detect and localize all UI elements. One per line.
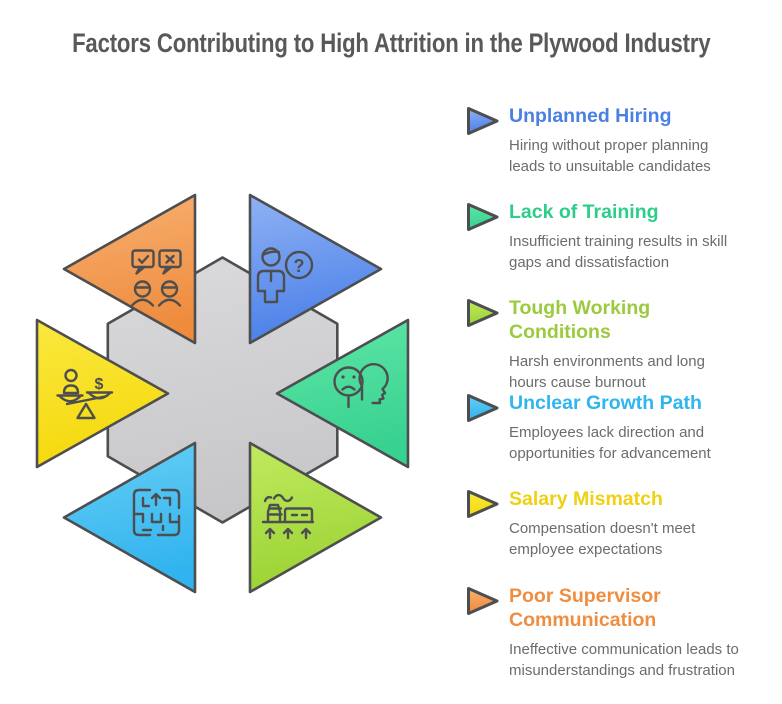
triangle-bullet-icon bbox=[467, 299, 499, 327]
factory-icon bbox=[261, 493, 315, 540]
maze-arrow-icon bbox=[132, 488, 181, 537]
triangle-bullet-icon bbox=[467, 587, 499, 615]
segment-tough-working-conditions bbox=[248, 441, 383, 594]
legend-item-title: Salary Mismatch bbox=[509, 488, 663, 510]
legend-item-title: Lack of Training bbox=[509, 201, 659, 223]
svg-text:?: ? bbox=[294, 256, 305, 276]
legend-item-poor-supervisor-communication: Poor Supervisor Communication Ineffectiv… bbox=[466, 584, 756, 681]
legend-item-description: Compensation doesn't meet employee expec… bbox=[509, 520, 696, 558]
legend-item-title: Unplanned Hiring bbox=[509, 105, 672, 127]
segment-poor-supervisor-communication bbox=[62, 193, 197, 345]
legend-item-lack-of-training: Lack of Training Insufficient training r… bbox=[466, 200, 756, 273]
segment-salary-mismatch: $ bbox=[35, 318, 170, 469]
segment-unplanned-hiring: ? bbox=[248, 193, 383, 345]
triangle-bullet-icon bbox=[467, 107, 499, 135]
salary-balance-icon: $ bbox=[56, 368, 114, 420]
legend-item-description: Ineffective communication leads to misun… bbox=[509, 641, 739, 679]
legend-item-description: Hiring without proper planning leads to … bbox=[509, 137, 711, 175]
legend-item-unclear-growth-path: Unclear Growth Path Employees lack direc… bbox=[466, 391, 756, 464]
legend-item-title: Poor Supervisor Communication bbox=[509, 585, 661, 631]
feedback-conflict-icon bbox=[130, 249, 182, 307]
legend-item-salary-mismatch: Salary Mismatch Compensation doesn't mee… bbox=[466, 487, 756, 560]
triangle-bullet-icon bbox=[467, 490, 499, 518]
legend-item-title: Tough Working Conditions bbox=[509, 297, 651, 343]
triangle-bullet-icon bbox=[467, 394, 499, 422]
legend-item-description: Employees lack direction and opportuniti… bbox=[509, 424, 711, 462]
legend-item-unplanned-hiring: Unplanned Hiring Hiring without proper p… bbox=[466, 104, 756, 177]
legend-item-title: Unclear Growth Path bbox=[509, 392, 702, 414]
dissatisfied-head-icon bbox=[333, 362, 389, 409]
triangle-bullet-icon bbox=[467, 203, 499, 231]
segment-unclear-growth-path bbox=[62, 441, 197, 594]
legend-item-description: Insufficient training results in skill g… bbox=[509, 233, 728, 271]
page-title: Factors Contributing to High Attrition i… bbox=[71, 28, 711, 58]
person-question-icon: ? bbox=[256, 247, 314, 304]
legend-item-tough-working-conditions: Tough Working Conditions Harsh environme… bbox=[466, 296, 756, 393]
legend-item-description: Harsh environments and long hours cause … bbox=[509, 353, 705, 391]
header: Factors Contributing to High Attrition i… bbox=[0, 26, 782, 60]
svg-text:$: $ bbox=[95, 376, 104, 393]
segment-lack-of-training bbox=[275, 318, 410, 469]
